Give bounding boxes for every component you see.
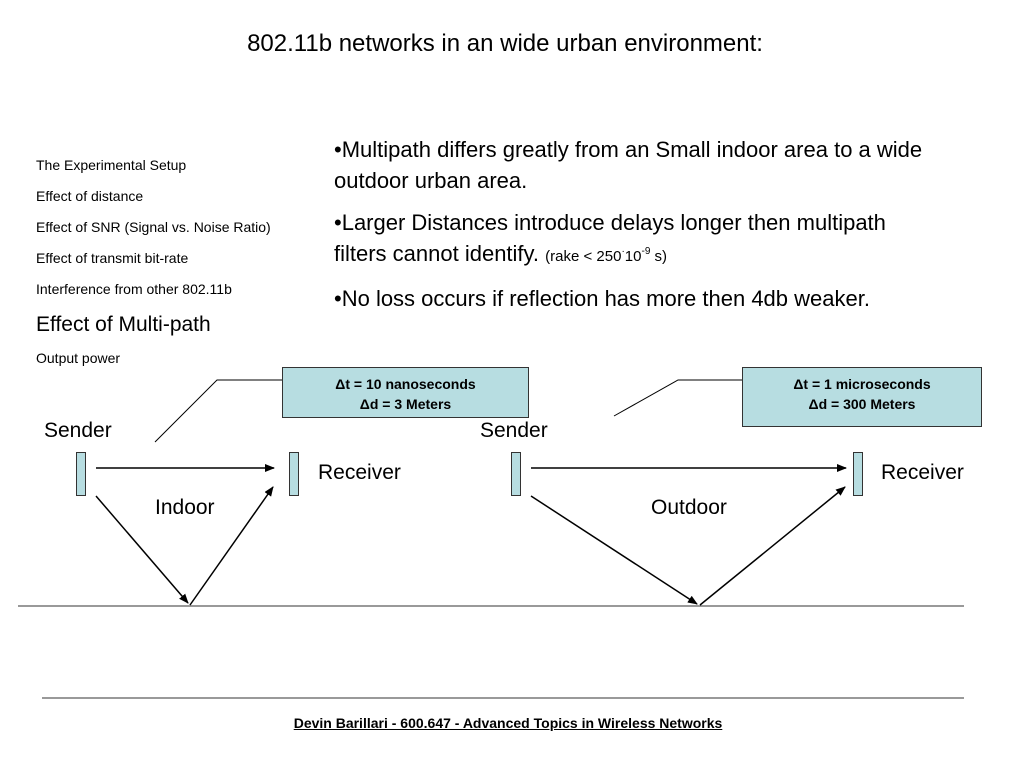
footer-credit: Devin Barillari - 600.647 - Advanced Top…: [293, 715, 723, 731]
sender-label-indoor: Sender: [44, 419, 112, 442]
rake-note-exponent: -9: [641, 246, 651, 257]
rake-note: (rake < 250·10-9 s): [545, 246, 668, 266]
slide-title: 802.11b networks in an wide urban enviro…: [247, 30, 763, 57]
receiver-antenna-outdoor: [853, 452, 863, 496]
receiver-antenna-indoor: [289, 452, 299, 496]
reflect-up-outdoor: [699, 486, 846, 606]
agenda-list: The Experimental Setup Effect of distanc…: [36, 150, 336, 374]
callout-indoor: Δt = 10 nanoseconds Δd = 3 Meters: [282, 367, 529, 418]
callout-leader-indoor: [154, 379, 282, 443]
environment-label-indoor: Indoor: [155, 496, 215, 519]
agenda-item: Interference from other 802.11b: [36, 281, 232, 297]
receiver-label-outdoor: Receiver: [881, 461, 964, 484]
reflect-down-indoor: [95, 495, 189, 604]
agenda-item: Effect of SNR (Signal vs. Noise Ratio): [36, 219, 271, 235]
callout-distance: Δd = 3 Meters: [359, 396, 452, 412]
sender-antenna-outdoor: [511, 452, 521, 496]
bullet-text: •Larger Distances introduce delays longe…: [334, 210, 886, 266]
agenda-item: Output power: [36, 350, 121, 366]
callout-delay: Δt = 1 microseconds: [793, 376, 931, 392]
bullet-item: •No loss occurs if reflection has more t…: [334, 283, 934, 314]
sender-antenna-indoor: [76, 452, 86, 496]
sender-label-outdoor: Sender: [480, 419, 548, 442]
reflect-down-outdoor: [530, 495, 698, 605]
agenda-item: Effect of distance: [36, 188, 144, 204]
rake-note-close: s): [650, 248, 668, 265]
agenda-item: Effect of transmit bit-rate: [36, 250, 189, 266]
bullet-text: •Multipath differs greatly from an Small…: [334, 137, 923, 193]
agenda-item-current: Effect of Multi-path: [36, 313, 211, 336]
agenda-item: The Experimental Setup: [36, 157, 187, 173]
environment-label-outdoor: Outdoor: [651, 496, 727, 519]
bullet-text: •No loss occurs if reflection has more t…: [334, 286, 870, 311]
rake-note-dot: ·: [621, 246, 625, 257]
callout-delay: Δt = 10 nanoseconds: [335, 376, 476, 392]
rake-note-open: (rake < 250: [545, 248, 622, 265]
bullet-item: •Larger Distances introduce delays longe…: [334, 207, 934, 272]
bullet-item: •Multipath differs greatly from an Small…: [334, 134, 934, 196]
callout-leader-outdoor: [613, 379, 742, 417]
bullet-list: •Multipath differs greatly from an Small…: [334, 134, 934, 325]
reflect-up-indoor: [189, 486, 274, 606]
callout-distance: Δd = 300 Meters: [808, 396, 916, 412]
rake-note-base: 10: [624, 248, 642, 265]
callout-outdoor: Δt = 1 microseconds Δd = 300 Meters: [742, 367, 982, 427]
receiver-label-indoor: Receiver: [318, 461, 401, 484]
